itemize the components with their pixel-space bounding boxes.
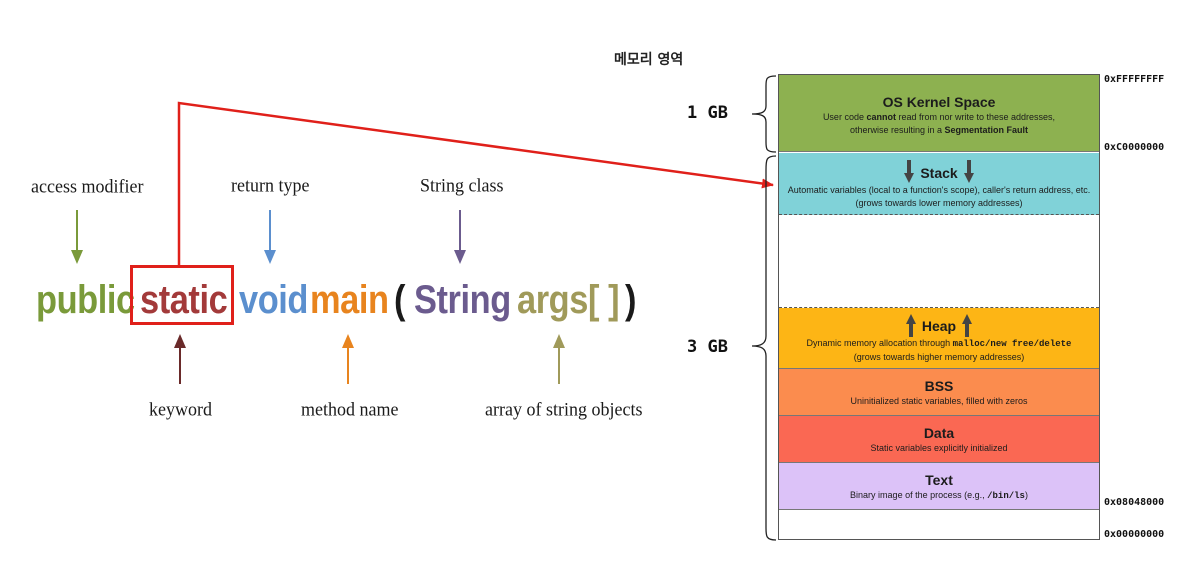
- heap-title: Heap: [779, 313, 1099, 337]
- kernel-desc-line1: User code cannot read from nor write to …: [822, 112, 1056, 122]
- arrow-method-name: [342, 334, 354, 384]
- stack-down-arrow-icon: [904, 160, 915, 183]
- token-open-paren: (: [394, 278, 406, 322]
- address-top: 0xFFFFFFFF: [1104, 74, 1165, 85]
- arrow-access-modifier: [71, 210, 83, 264]
- kernel-title: OS Kernel Space: [882, 94, 996, 110]
- text-desc: Binary image of the process (e.g., /bin/…: [850, 490, 1028, 501]
- label-string-class: String class: [420, 174, 504, 196]
- stack-down-arrow-icon: [963, 160, 974, 183]
- brace-1gb: [751, 75, 777, 153]
- text-title: Text: [925, 472, 953, 488]
- segment-data: Data Static variables explicitly initial…: [779, 416, 1099, 463]
- segment-stack: Stack Automatic variables (local to a fu…: [779, 153, 1099, 215]
- arrow-string-class: [454, 210, 466, 264]
- brace-3gb: [751, 155, 777, 541]
- heap-desc-line2: (grows towards higher memory addresses): [853, 352, 1025, 362]
- label-access-modifier: access modifier: [31, 175, 144, 197]
- address-bottom: 0x00000000: [1104, 529, 1165, 540]
- stack-title: Stack: [779, 160, 1099, 184]
- static-to-stack-arrow: [177, 101, 774, 265]
- heap-desc-line1: Dynamic memory allocation through malloc…: [806, 338, 1072, 349]
- stack-desc-line1: Automatic variables (local to a function…: [787, 185, 1091, 195]
- size-3gb: 3 GB: [687, 337, 728, 357]
- segment-bss: BSS Uninitialized static variables, fill…: [779, 369, 1099, 416]
- segment-kernel: OS Kernel Space User code cannot read fr…: [779, 75, 1099, 152]
- data-desc: Static variables explicitly initialized: [870, 443, 1008, 453]
- segment-text: Text Binary image of the process (e.g., …: [779, 463, 1099, 510]
- static-highlight-box: [130, 265, 234, 325]
- address-kernel-start: 0xC0000000: [1104, 142, 1165, 153]
- token-close-paren: ): [625, 278, 637, 322]
- token-void: void: [239, 278, 309, 322]
- kernel-desc-line2: otherwise resulting in a Segmentation Fa…: [849, 125, 1029, 135]
- bss-desc: Uninitialized static variables, filled w…: [850, 396, 1028, 406]
- address-text-start: 0x08048000: [1104, 497, 1165, 508]
- token-string: String: [414, 278, 511, 322]
- size-1gb: 1 GB: [687, 103, 728, 123]
- heap-up-arrow-icon: [905, 314, 916, 337]
- label-method-name: method name: [301, 398, 399, 420]
- memory-title: 메모리 영역: [614, 52, 684, 68]
- memory-map: OS Kernel Space User code cannot read fr…: [778, 74, 1100, 540]
- bss-title: BSS: [924, 378, 954, 394]
- arrow-return-type: [264, 210, 276, 264]
- token-main: main: [310, 278, 389, 322]
- heap-up-arrow-icon: [962, 314, 973, 337]
- unallocated-space: [779, 215, 1099, 308]
- arrow-keyword: [174, 334, 186, 384]
- segment-heap: Heap Dynamic memory allocation through m…: [779, 308, 1099, 369]
- arrow-array-of-string-objects: [553, 334, 565, 384]
- data-title: Data: [923, 425, 955, 441]
- label-array-of-string-objects: array of string objects: [485, 398, 643, 420]
- stack-desc-line2: (grows towards lower memory addresses): [855, 198, 1023, 208]
- reserved-low-memory: [779, 510, 1099, 539]
- token-args: args[ ]: [517, 278, 620, 322]
- label-keyword: keyword: [149, 398, 212, 420]
- token-public: public: [36, 278, 135, 322]
- label-return-type: return type: [231, 174, 310, 196]
- token-static: static: [140, 278, 228, 322]
